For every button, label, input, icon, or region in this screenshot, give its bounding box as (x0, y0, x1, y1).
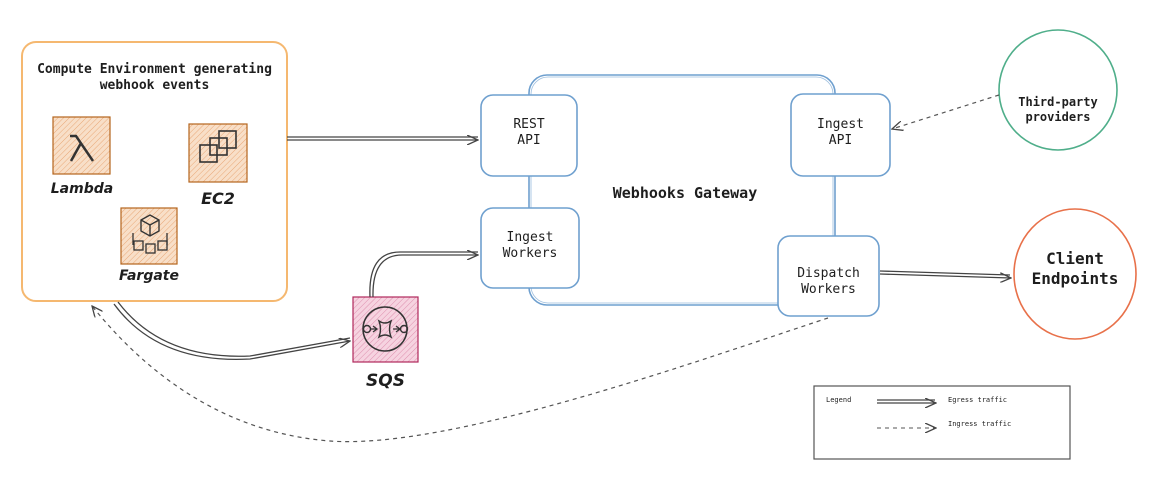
webhooks-gateway-title: Webhooks Gateway (612, 184, 758, 202)
ingress-arrow-dispatch-to-compute (92, 306, 829, 443)
webhooks-gateway-boundary (528, 74, 836, 306)
egress-arrow-compute-to-sqs (113, 301, 350, 361)
legend-title: Legend (826, 396, 852, 404)
egress-arrow-sqs-to-ingest-workers (369, 252, 478, 298)
sqs-icon (352, 296, 419, 363)
compute-environment-title: Compute Environment generating webhook e… (37, 62, 272, 94)
fargate-icon (120, 207, 178, 265)
compute-environment-box (21, 41, 288, 302)
legend-egress-label: Egress traffic (948, 396, 1008, 404)
egress-arrow-compute-to-rest (287, 137, 478, 140)
ingress-arrow-third-party-to-ingest-api (892, 94, 1000, 129)
ec2-label: EC2 (201, 189, 235, 208)
sqs-label: SQS (366, 371, 405, 391)
legend-egress-sample (877, 400, 936, 403)
legend-ingress-label: Ingress traffic (948, 420, 1012, 428)
lambda-icon (52, 116, 111, 175)
dispatch-workers-box (777, 235, 880, 317)
legend-box (813, 385, 1071, 460)
client-endpoints-circle (1013, 208, 1137, 340)
ingest-workers-box (480, 207, 580, 289)
fargate-label: Fargate (119, 268, 179, 284)
third-party-providers-circle (998, 29, 1118, 151)
ingest-api-box (790, 93, 891, 177)
egress-arrow-dispatch-to-client (879, 270, 1011, 278)
ec2-icon (188, 123, 248, 183)
lambda-label: Lambda (50, 181, 114, 197)
rest-api-box (480, 94, 578, 177)
